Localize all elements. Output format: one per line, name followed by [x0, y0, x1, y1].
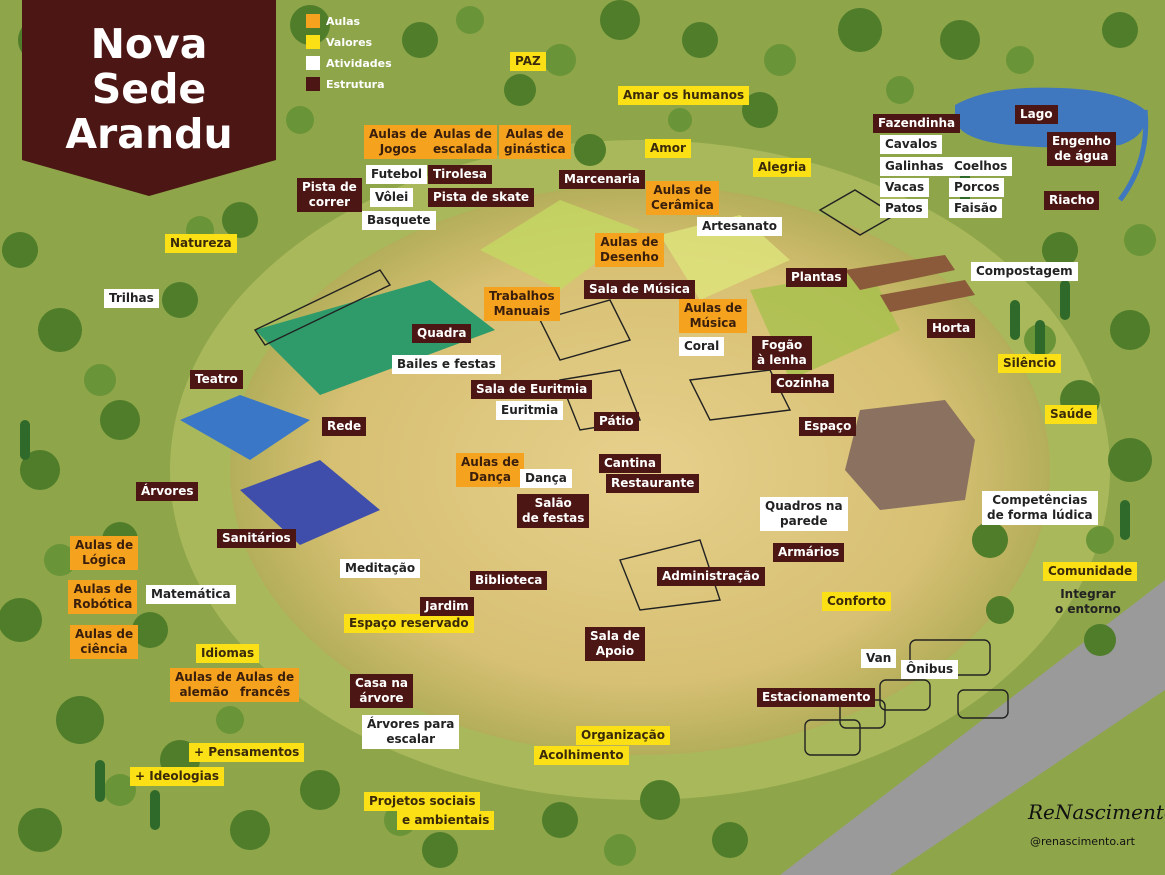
label-paz: PAZ	[510, 52, 546, 71]
label-competencias: Competências de forma lúdica	[982, 491, 1098, 525]
label-restaurante: Restaurante	[606, 474, 700, 493]
label-estacionamento: Estacionamento	[757, 688, 876, 707]
label-bailes-festas: Bailes e festas	[392, 355, 501, 374]
label-espaco: Espaço	[799, 417, 857, 436]
label-aulas-alemao: Aulas de alemão	[170, 668, 239, 702]
label-meditacao: Meditação	[340, 559, 421, 578]
map-title: Nova Sede Arandu	[65, 20, 233, 158]
label-armarios: Armários	[773, 543, 845, 562]
title-banner	[22, 0, 276, 196]
legend-item-atividades: Atividades	[306, 55, 392, 71]
label-saude: Saúde	[1045, 405, 1098, 424]
label-horta: Horta	[927, 319, 976, 338]
label-aulas-musica: Aulas de Música	[679, 299, 748, 333]
label-conforto: Conforto	[822, 592, 891, 611]
label-comunidade: Comunidade	[1043, 562, 1138, 581]
label-projetos-sociais: Projetos sociais	[364, 792, 481, 811]
label-quadra: Quadra	[412, 324, 472, 343]
label-volei: Vôlei	[370, 188, 414, 207]
legend-item-aulas: Aulas	[306, 13, 360, 29]
label-amor: Amor	[645, 139, 691, 158]
label-vacas: Vacas	[880, 178, 930, 197]
label-rede: Rede	[322, 417, 367, 436]
label-fogao-lenha: Fogão à lenha	[752, 336, 812, 370]
label-pista-skate: Pista de skate	[428, 188, 535, 207]
label-marcenaria: Marcenaria	[559, 170, 645, 189]
label-arvores-escalar: Árvores para escalar	[362, 715, 460, 749]
label-futebol: Futebol	[366, 165, 427, 184]
label-sala-euritmia: Sala de Euritmia	[471, 380, 593, 399]
label-biblioteca: Biblioteca	[470, 571, 548, 590]
artist-handle: @renascimento.art	[1030, 835, 1135, 848]
label-coral: Coral	[679, 337, 725, 356]
legend-swatch-icon	[306, 77, 320, 91]
label-alegria: Alegria	[753, 158, 812, 177]
label-cozinha: Cozinha	[771, 374, 835, 393]
label-organizacao: Organização	[576, 726, 670, 745]
label-porcos: Porcos	[949, 178, 1005, 197]
label-ideologias: + Ideologias	[130, 767, 224, 786]
label-basquete: Basquete	[362, 211, 436, 230]
label-tirolesa: Tirolesa	[428, 165, 492, 184]
label-patos: Patos	[880, 199, 928, 218]
label-lago: Lago	[1015, 105, 1058, 124]
label-aulas-escalada: Aulas de escalada	[428, 125, 498, 159]
label-jardim: Jardim	[420, 597, 474, 616]
label-sala-musica: Sala de Música	[584, 280, 695, 299]
label-sanitarios: Sanitários	[217, 529, 296, 548]
label-aulas-robotica: Aulas de Robótica	[68, 580, 138, 614]
label-fazendinha: Fazendinha	[873, 114, 961, 133]
label-euritmia: Euritmia	[496, 401, 564, 420]
label-pista-correr: Pista de correr	[297, 178, 362, 212]
label-sala-apoio: Sala de Apoio	[585, 627, 645, 661]
label-amar-os-humanos: Amar os humanos	[618, 86, 750, 105]
label-artesanato: Artesanato	[697, 217, 782, 236]
label-arvores: Árvores	[136, 482, 199, 501]
label-compostagem: Compostagem	[971, 262, 1078, 281]
artist-signature: ReNascimento	[1028, 800, 1165, 824]
label-trilhas: Trilhas	[104, 289, 159, 308]
label-aulas-desenho: Aulas de Desenho	[595, 233, 664, 267]
label-administracao: Administração	[657, 567, 765, 586]
label-trabalhos-manuais: Trabalhos Manuais	[484, 287, 560, 321]
label-aulas-logica: Aulas de Lógica	[70, 536, 139, 570]
label-integrar-entorno: Integrar o entorno	[1055, 587, 1121, 616]
label-aulas-jogos: Aulas de Jogos	[364, 125, 433, 159]
label-onibus: Ônibus	[901, 660, 959, 679]
label-aulas-ginastica: Aulas de ginástica	[499, 125, 571, 159]
legend-swatch-icon	[306, 14, 320, 28]
legend-swatch-icon	[306, 35, 320, 49]
label-engenho-agua: Engenho de água	[1047, 132, 1116, 166]
label-quadros-parede: Quadros na parede	[760, 497, 848, 531]
label-van: Van	[861, 649, 897, 668]
label-espaco-reservado: Espaço reservado	[344, 614, 474, 633]
label-aulas-frances: Aulas de francês	[231, 668, 300, 702]
label-cavalos: Cavalos	[880, 135, 943, 154]
label-riacho: Riacho	[1044, 191, 1100, 210]
label-matematica: Matemática	[146, 585, 236, 604]
label-natureza: Natureza	[165, 234, 237, 253]
label-cantina: Cantina	[599, 454, 661, 473]
label-acolhimento: Acolhimento	[534, 746, 629, 765]
label-aulas-ciencia: Aulas de ciência	[70, 625, 139, 659]
label-casa-arvore: Casa na árvore	[350, 674, 413, 708]
label-aulas-danca: Aulas de Dança	[456, 453, 525, 487]
label-teatro: Teatro	[190, 370, 243, 389]
label-plantas: Plantas	[786, 268, 847, 287]
label-patio: Pátio	[594, 412, 639, 431]
label-salao-festas: Salão de festas	[517, 494, 590, 528]
label-pensamentos: + Pensamentos	[189, 743, 305, 762]
legend-swatch-icon	[306, 56, 320, 70]
label-coelhos: Coelhos	[949, 157, 1013, 176]
label-e-ambientais: e ambientais	[397, 811, 495, 830]
label-aulas-ceramica: Aulas de Cerâmica	[646, 181, 719, 215]
label-silencio: Silêncio	[998, 354, 1062, 373]
label-faisao: Faisão	[949, 199, 1003, 218]
label-galinhas: Galinhas	[880, 157, 949, 176]
legend-item-valores: Valores	[306, 34, 372, 50]
legend-item-estrutura: Estrutura	[306, 76, 385, 92]
label-danca: Dança	[520, 469, 572, 488]
label-idiomas: Idiomas	[196, 644, 260, 663]
